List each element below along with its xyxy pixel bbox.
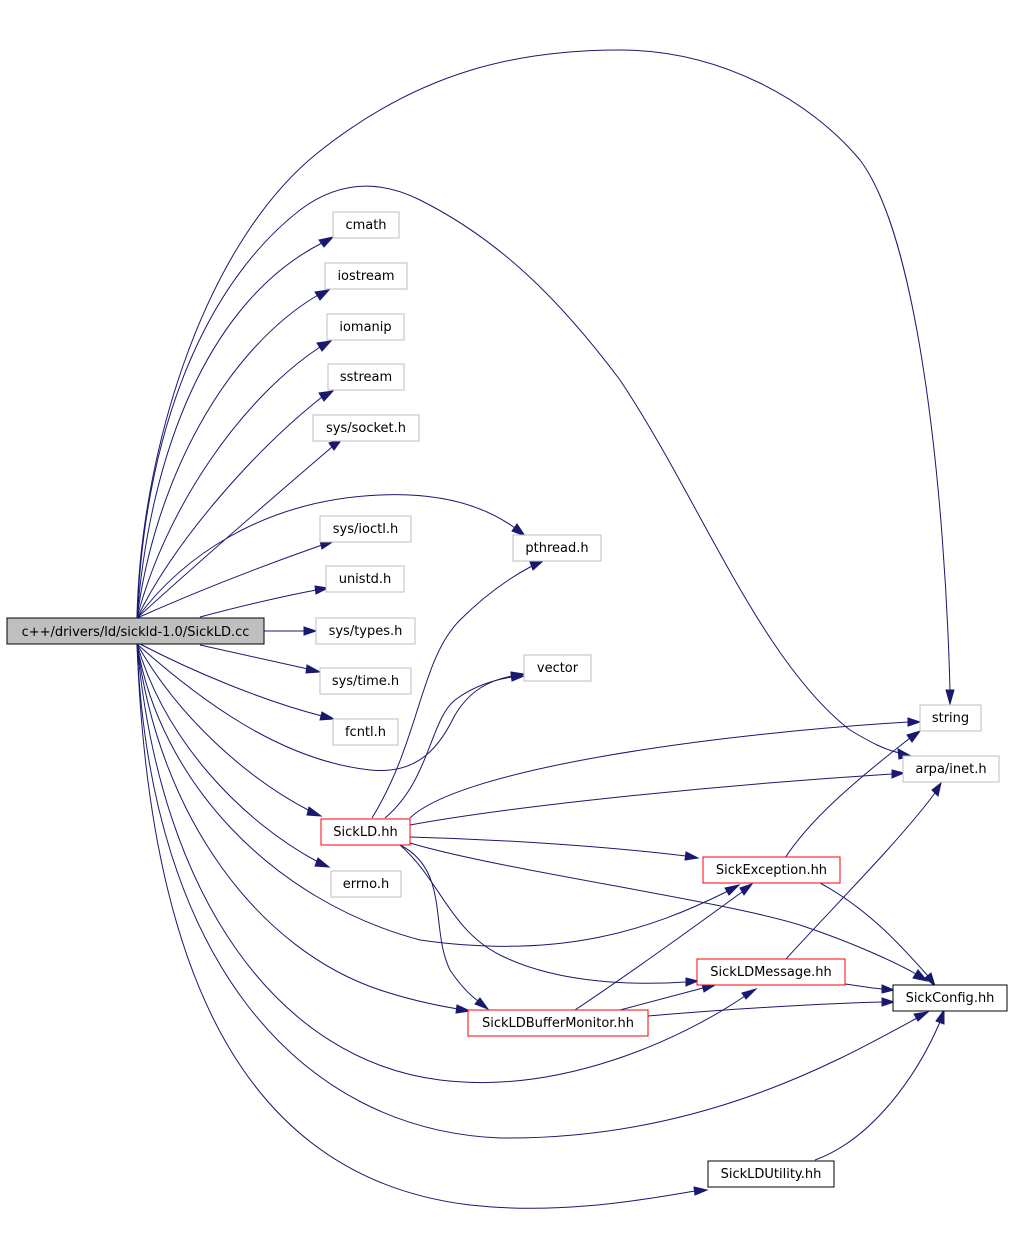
edge-sickld-hh-to-string bbox=[409, 717, 922, 819]
edge-sickld-hh-to-vector bbox=[384, 672, 526, 819]
edge-root-to-errno bbox=[136, 643, 331, 868]
node-cmath-label: cmath bbox=[345, 218, 386, 233]
node-arpa-inet: arpa/inet.h bbox=[902, 755, 1000, 783]
edge-root-to-pthread bbox=[136, 494, 527, 619]
edge-sickld-message-to-arpa-inet bbox=[784, 781, 942, 961]
edge-sickld-hh-to-sickld-message bbox=[399, 844, 700, 987]
edge-root-to-sys-time bbox=[199, 644, 322, 674]
edge-root-to-iostream bbox=[136, 289, 331, 619]
edge-sick-exception-to-sick-config bbox=[819, 882, 936, 988]
edge-root-to-sickld-buffer-monitor bbox=[136, 643, 472, 1014]
node-sickld-hh[interactable]: SickLD.hh bbox=[320, 818, 411, 846]
edge-root-to-sstream bbox=[136, 390, 335, 619]
node-iomanip: iomanip bbox=[326, 313, 405, 341]
node-sickld-message-label: SickLDMessage.hh bbox=[710, 965, 831, 980]
node-sys-time: sys/time.h bbox=[319, 667, 412, 695]
node-sys-types-label: sys/types.h bbox=[329, 624, 403, 639]
edge-root-to-sick-config-root bbox=[136, 643, 930, 1139]
edge-sickld-hh-to-sick-exception bbox=[409, 836, 700, 861]
edge-root-to-sick-exception bbox=[136, 643, 741, 947]
node-sickld-buffer-monitor[interactable]: SickLDBufferMonitor.hh bbox=[467, 1009, 649, 1037]
node-pthread: pthread.h bbox=[512, 534, 602, 562]
edge-root-to-sys-ioctl bbox=[136, 540, 336, 619]
edge-root-to-fcntl bbox=[139, 643, 336, 721]
node-vector: vector bbox=[523, 654, 592, 682]
edge-root-to-iomanip bbox=[136, 340, 333, 619]
node-fcntl-label: fcntl.h bbox=[345, 725, 386, 740]
node-cmath: cmath bbox=[332, 211, 400, 239]
edge-sickld-buffer-monitor-to-sick-config bbox=[647, 997, 896, 1017]
node-sick-exception[interactable]: SickException.hh bbox=[702, 856, 841, 884]
edge-root-to-cmath bbox=[136, 236, 335, 619]
edge-root-to-vector bbox=[136, 643, 526, 772]
edge-root-to-sickld-utility bbox=[136, 643, 709, 1209]
node-string: string bbox=[919, 704, 982, 732]
node-errno: errno.h bbox=[330, 870, 402, 898]
node-sys-time-label: sys/time.h bbox=[332, 674, 399, 689]
node-root-file-label: c++/drivers/ld/sickld-1.0/SickLD.cc bbox=[22, 625, 250, 640]
node-errno-label: errno.h bbox=[343, 877, 390, 892]
node-iostream-label: iostream bbox=[337, 269, 394, 284]
node-fcntl: fcntl.h bbox=[332, 718, 399, 746]
node-sickld-utility-label: SickLDUtility.hh bbox=[721, 1167, 822, 1182]
node-vector-label: vector bbox=[537, 661, 579, 676]
edge-root-to-string bbox=[136, 49, 955, 706]
node-sys-socket: sys/socket.h bbox=[312, 414, 420, 442]
node-sstream: sstream bbox=[327, 363, 405, 391]
node-sstream-label: sstream bbox=[340, 370, 392, 385]
node-sys-ioctl: sys/ioctl.h bbox=[319, 515, 412, 543]
node-arpa-inet-label: arpa/inet.h bbox=[915, 762, 986, 777]
edge-sickld-hh-to-sick-config bbox=[409, 842, 929, 982]
node-sickld-utility[interactable]: SickLDUtility.hh bbox=[707, 1160, 835, 1188]
node-iomanip-label: iomanip bbox=[339, 320, 391, 335]
edge-root-to-sickld-message bbox=[136, 643, 758, 1084]
edge-root-to-sickld-hh bbox=[136, 643, 323, 817]
edge-sickld-hh-to-sickld-buffer-monitor bbox=[399, 844, 490, 1011]
node-sys-ioctl-label: sys/ioctl.h bbox=[333, 522, 398, 537]
node-string-label: string bbox=[932, 711, 969, 726]
node-sickld-buffer-monitor-label: SickLDBufferMonitor.hh bbox=[482, 1016, 634, 1031]
node-sickld-message[interactable]: SickLDMessage.hh bbox=[696, 958, 846, 986]
node-sick-exception-label: SickException.hh bbox=[716, 863, 827, 878]
node-sick-config[interactable]: SickConfig.hh bbox=[892, 984, 1008, 1012]
node-iostream: iostream bbox=[324, 262, 408, 290]
edge-sickld-buffer-monitor-to-sick-exception bbox=[574, 883, 754, 1011]
node-sickld-hh-label: SickLD.hh bbox=[333, 825, 397, 840]
node-sys-socket-label: sys/socket.h bbox=[326, 421, 406, 436]
edge-root-to-sys-types bbox=[264, 626, 318, 636]
node-sys-types: sys/types.h bbox=[315, 617, 416, 645]
edge-root-to-unistd bbox=[199, 585, 330, 618]
node-unistd: unistd.h bbox=[325, 565, 405, 593]
node-unistd-label: unistd.h bbox=[339, 572, 392, 587]
edge-sickld-buffer-monitor-to-sickld-message bbox=[619, 983, 717, 1011]
edge-sick-exception-to-string bbox=[784, 730, 922, 859]
edge-sickld-utility-to-sick-config bbox=[814, 1008, 945, 1161]
edge-sickld-message-to-sick-config bbox=[844, 983, 896, 994]
node-pthread-label: pthread.h bbox=[525, 541, 588, 556]
edge-sickld-hh-to-arpa-inet bbox=[409, 769, 906, 826]
node-sick-config-label: SickConfig.hh bbox=[906, 991, 995, 1006]
edge-sickld-hh-to-pthread bbox=[371, 560, 545, 819]
node-root-file[interactable]: c++/drivers/ld/sickld-1.0/SickLD.cc bbox=[6, 617, 265, 645]
